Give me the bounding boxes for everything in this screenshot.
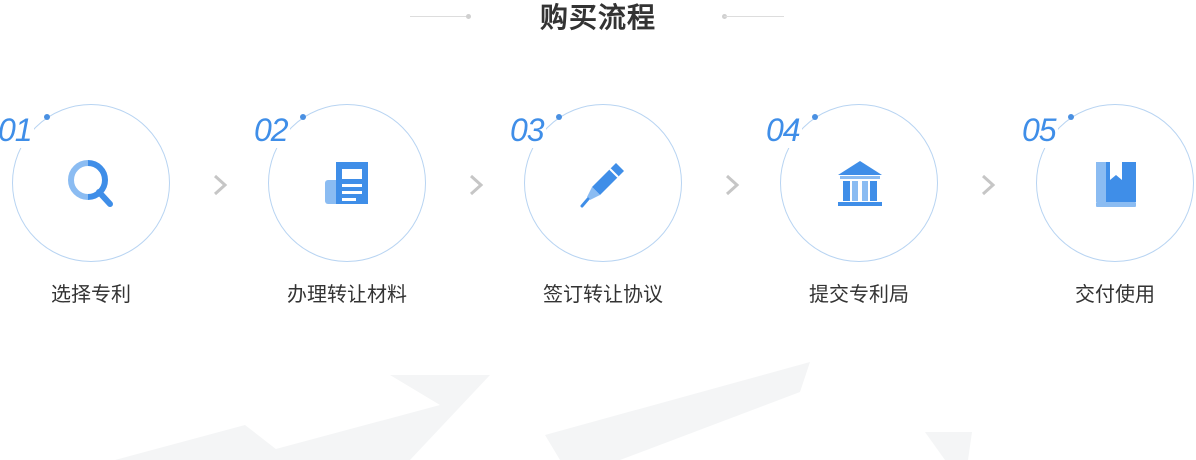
section-title: 购买流程 [539, 1, 656, 34]
step-number-dot [812, 114, 818, 120]
pen-icon [580, 163, 624, 208]
step-circle [780, 104, 938, 262]
title-divider-right [724, 16, 784, 17]
step-number: 05 [1022, 112, 1058, 148]
document-icon [325, 162, 368, 204]
step-number-dot [1068, 114, 1074, 120]
step-label: 提交专利局 [809, 282, 909, 306]
section-header: 购买流程 [0, 0, 1196, 40]
step-circle [12, 104, 170, 262]
title-dot-left [466, 14, 471, 19]
step-number-dot [44, 114, 50, 120]
step-5: 05 交付使用 [1022, 100, 1196, 320]
step-number: 01 [0, 112, 34, 148]
step-4: 04 提交专利局 [766, 100, 968, 320]
step-number: 02 [254, 112, 290, 148]
step-1: 01 选择专利 [0, 100, 200, 320]
chevron-right-icon [981, 174, 996, 196]
step-label: 交付使用 [1075, 282, 1155, 306]
search-icon [68, 160, 113, 207]
step-3: 03 签订转让协议 [510, 100, 712, 320]
step-number: 04 [766, 112, 802, 148]
chevron-right-icon [725, 174, 740, 196]
step-label: 办理转让材料 [287, 282, 407, 306]
step-label: 签订转让协议 [543, 282, 663, 306]
bank-building-icon [838, 161, 882, 206]
chevron-right-icon [469, 174, 484, 196]
chevron-right-icon [213, 174, 228, 196]
step-number-dot [300, 114, 306, 120]
step-number: 03 [510, 112, 546, 148]
step-2: 02 办理转让材料 [254, 100, 456, 320]
book-icon [1096, 162, 1136, 207]
step-label: 选择专利 [51, 282, 131, 306]
title-divider-left [410, 16, 470, 17]
step-number-dot [556, 114, 562, 120]
